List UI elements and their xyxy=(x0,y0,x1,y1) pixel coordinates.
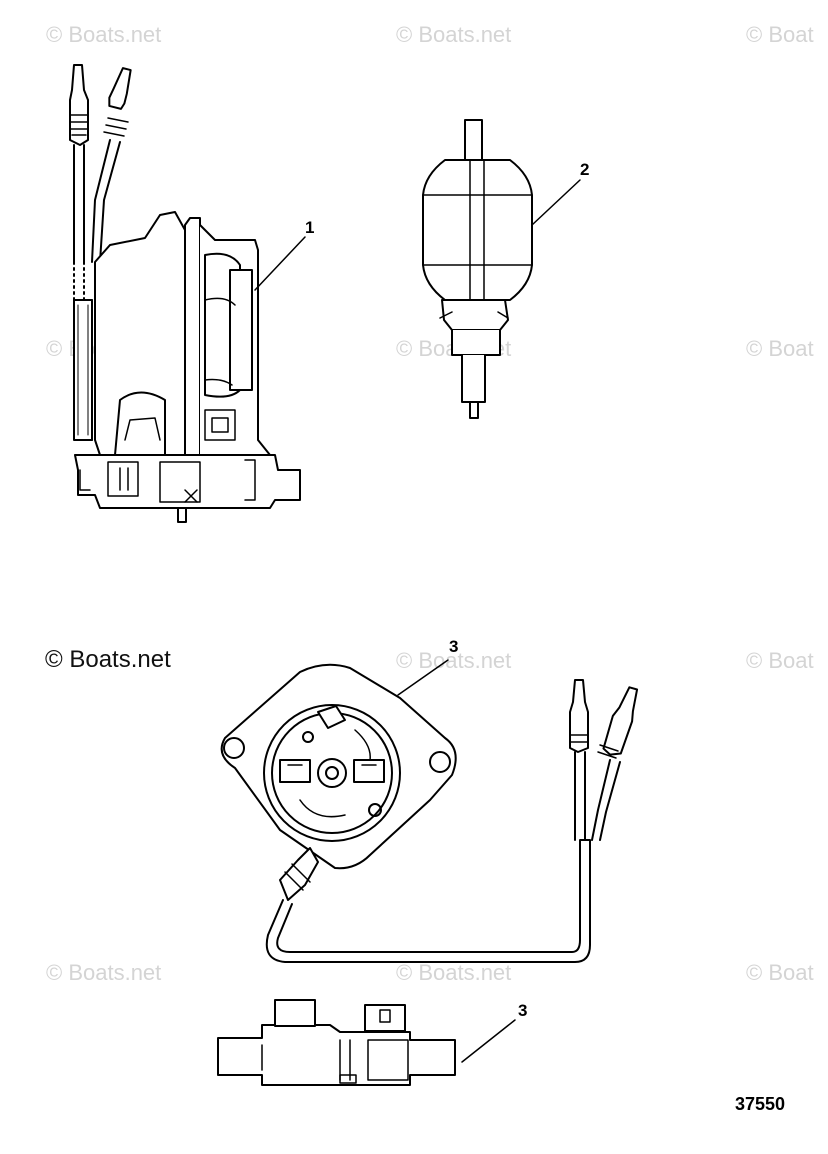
motor-end-cap xyxy=(220,663,639,963)
callout-2: 2 xyxy=(580,160,589,179)
valve-cartridge xyxy=(422,119,533,419)
watermark: © Boat xyxy=(746,22,814,47)
motor-base xyxy=(74,454,301,523)
watermark: © Boats.net xyxy=(46,960,162,985)
watermark: © Boat xyxy=(746,336,814,361)
watermark: © Boat xyxy=(746,648,814,673)
callout-3a: 3 xyxy=(449,637,458,656)
callout-2-leader xyxy=(531,179,581,226)
pump-motor-assembly xyxy=(69,64,301,523)
watermark: © Boats.net xyxy=(396,960,512,985)
callout-3a-leader xyxy=(397,659,449,696)
wire-connector-pair xyxy=(69,64,132,441)
motor-housing xyxy=(94,211,271,471)
callout-1-leader xyxy=(254,236,306,291)
callout-1: 1 xyxy=(305,218,314,237)
copyright-credit: © Boats.net xyxy=(45,646,171,673)
callout-3b: 3 xyxy=(518,1001,527,1020)
watermark: © Boats.net xyxy=(46,22,162,47)
watermark: © Boats.net xyxy=(396,648,512,673)
diagram-number: 37550 xyxy=(735,1094,786,1114)
callout-3b-leader xyxy=(461,1019,516,1063)
watermark: © Boats.net xyxy=(396,22,512,47)
watermark: © Boat xyxy=(746,960,814,985)
end-cap-side-view xyxy=(217,999,456,1086)
